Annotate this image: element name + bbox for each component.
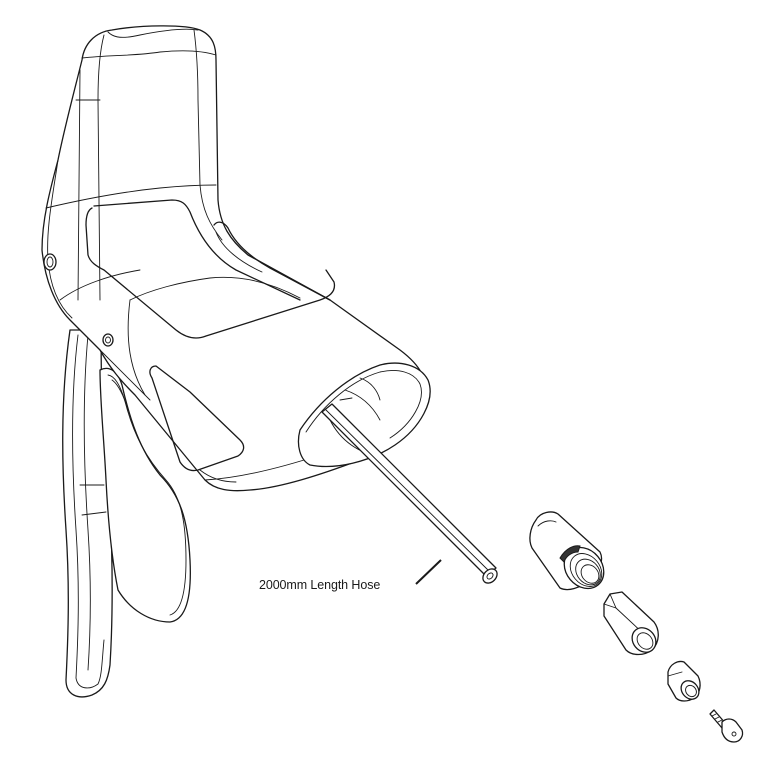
lever-body <box>41 25 431 492</box>
hose-length-label: 2000mm Length Hose <box>259 578 381 592</box>
hose-boot <box>529 511 605 591</box>
hose-barb <box>709 709 744 743</box>
olive <box>667 660 701 702</box>
compression-nut <box>603 591 659 656</box>
hose <box>321 403 498 584</box>
hose-label-leader <box>415 559 442 585</box>
lever-blade <box>62 329 191 698</box>
